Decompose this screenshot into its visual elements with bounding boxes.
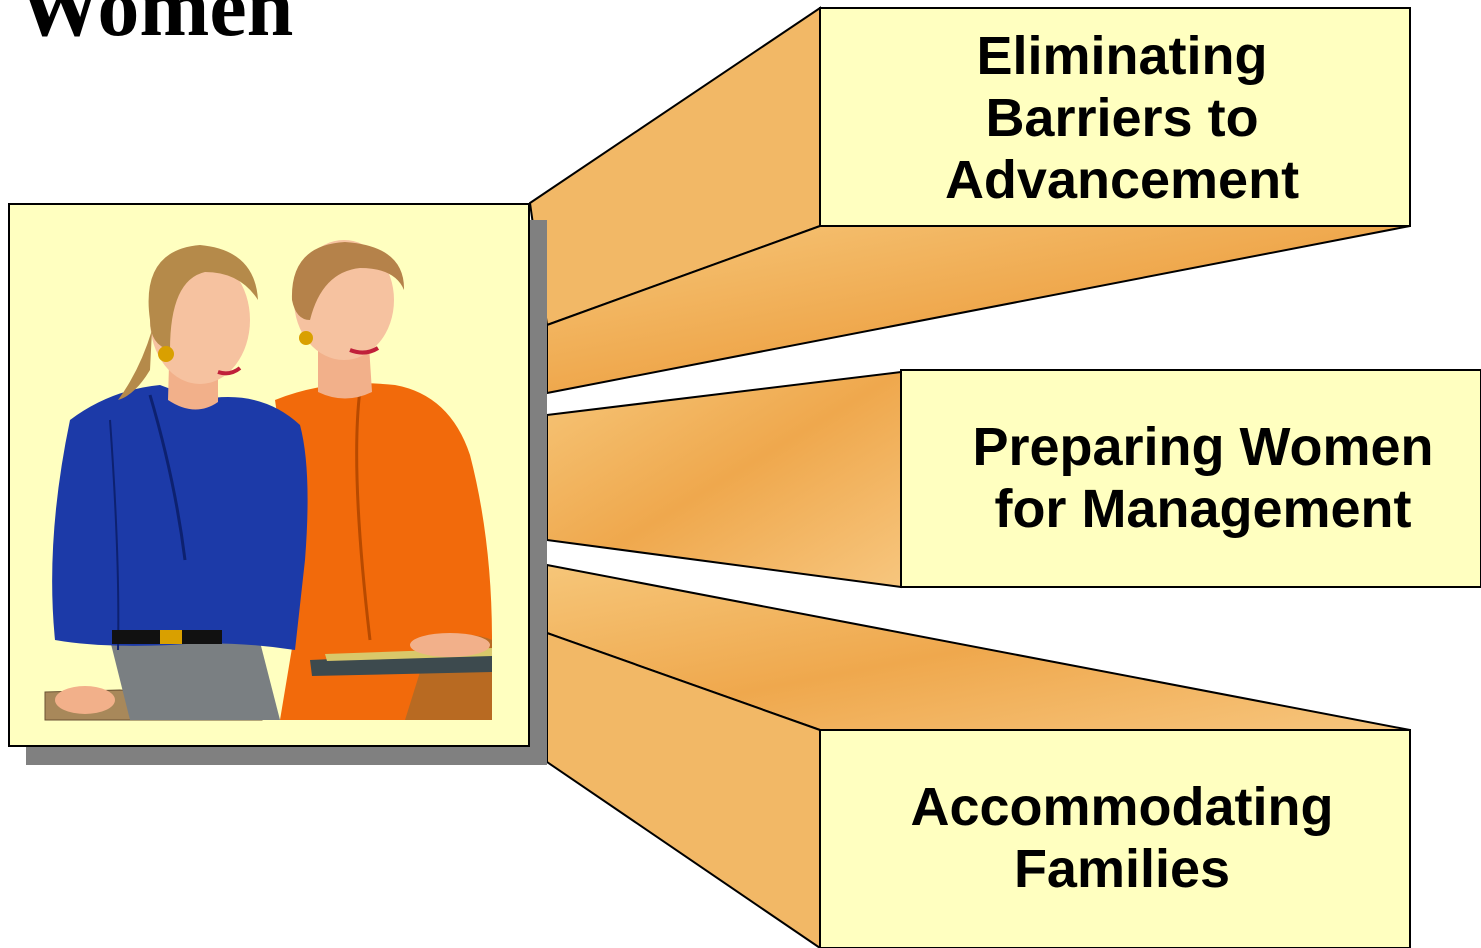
two-women-icon: [44, 240, 492, 721]
page-title: Women: [18, 0, 294, 54]
callout-label-1: Eliminating Barriers to Advancement: [944, 26, 1300, 210]
callout-label-3: Accommodating Families: [910, 777, 1334, 899]
callout-box-1: [819, 7, 1411, 227]
callout-box-2: [900, 369, 1481, 588]
beam-middle: [546, 370, 902, 589]
callout-label-2: Preparing Women for Management: [972, 417, 1434, 539]
beam-bottom: [546, 563, 1411, 948]
callout-box-3: [819, 729, 1411, 948]
